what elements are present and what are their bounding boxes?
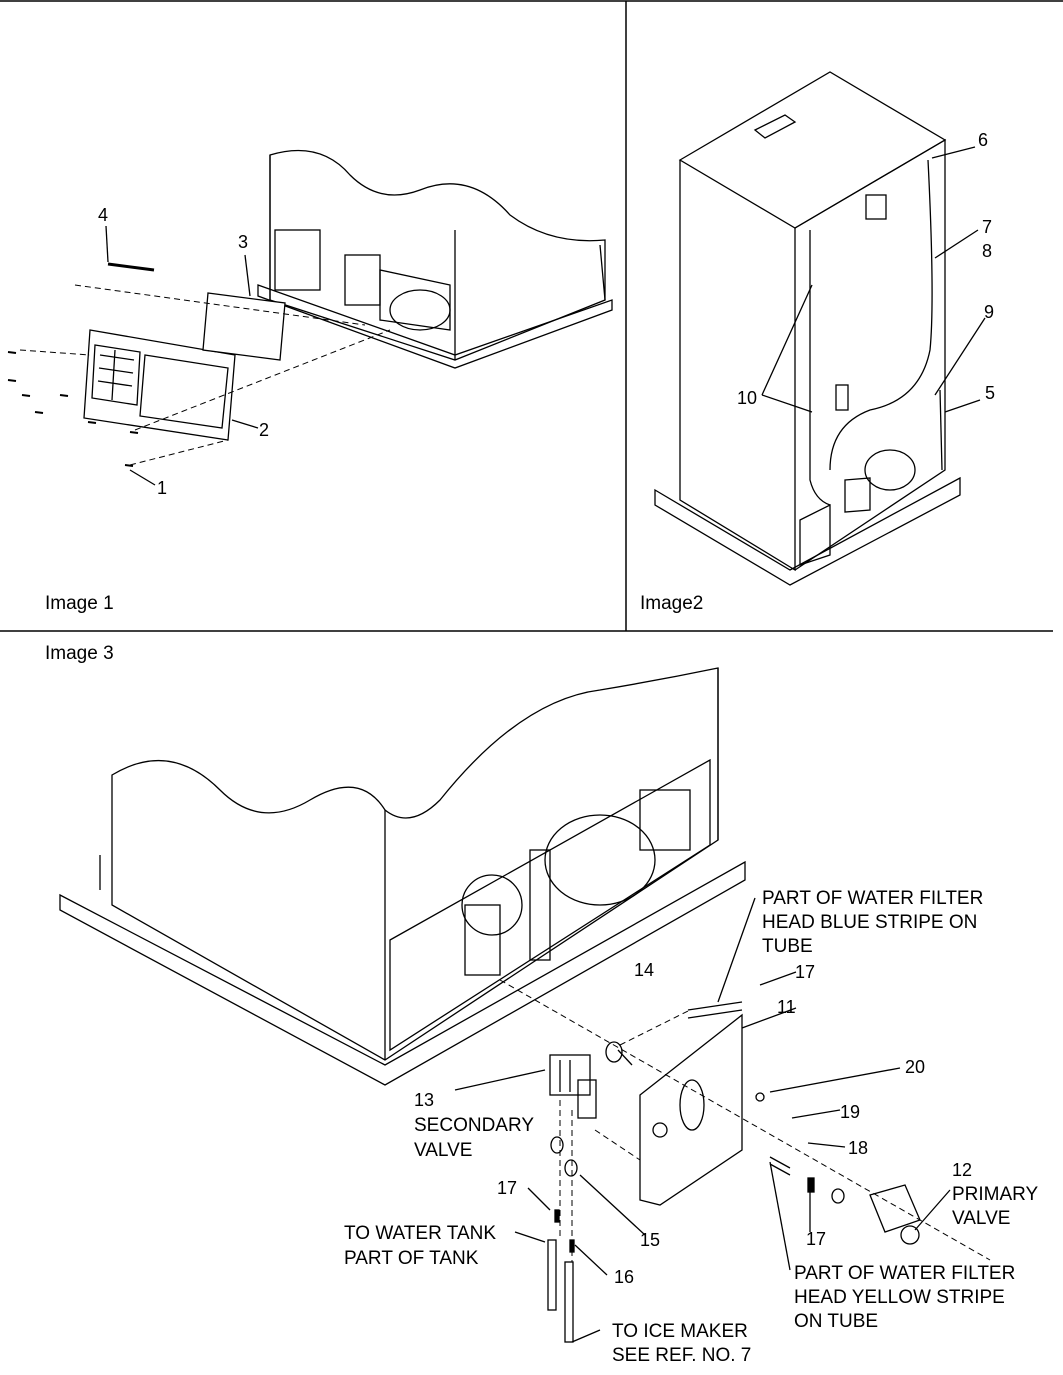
bracket-drawing: [639, 1013, 743, 1206]
callout-19: 19: [840, 1102, 861, 1122]
image3-cabinet-drawing: [59, 667, 746, 1086]
note-ice-maker: TO ICE MAKER SEE REF. NO. 7: [612, 1320, 751, 1368]
note-line: PART OF WATER FILTER: [794, 1263, 1016, 1284]
secondary-valve-drawing: [549, 1054, 597, 1119]
note-secondary-valve: SECONDARY VALVE: [414, 1113, 534, 1163]
callout-10: 10: [737, 388, 758, 408]
note-line: ON TUBE: [794, 1311, 879, 1332]
callout-6: 6: [978, 130, 989, 150]
note-line: TO WATER TANK: [344, 1223, 497, 1244]
image2-label: Image2: [640, 593, 704, 614]
image3-label: Image 3: [45, 643, 114, 664]
callout-8: 8: [982, 241, 993, 261]
note-line: SEE REF. NO. 7: [612, 1345, 752, 1366]
callout-18: 18: [848, 1138, 869, 1158]
callout-5: 5: [985, 383, 996, 403]
callout-9: 9: [984, 302, 995, 322]
callout-11: 11: [777, 997, 796, 1017]
image2-panel: [654, 71, 986, 586]
callout-17: 17: [497, 1178, 518, 1198]
panel-drawing: [202, 292, 286, 361]
callout-1: 1: [157, 478, 168, 498]
image3-panel: [59, 667, 991, 1343]
callout-20: 20: [905, 1057, 926, 1077]
image1-panel: [7, 149, 613, 486]
image2-fridge-drawing: [654, 71, 961, 586]
image1-cabinet-drawing: [257, 149, 613, 369]
callout-16: 16: [614, 1267, 635, 1287]
note-line: PART OF TANK: [344, 1248, 479, 1269]
image1-label: Image 1: [45, 593, 114, 614]
note-line: VALVE: [414, 1140, 473, 1161]
note-primary-valve: PRIMARY VALVE: [952, 1183, 1038, 1231]
note-blue-stripe: PART OF WATER FILTER HEAD BLUE STRIPE ON…: [762, 887, 983, 959]
callout-14: 14: [634, 960, 655, 980]
callout-2: 2: [259, 420, 270, 440]
note-water-tank: TO WATER TANK PART OF TANK: [344, 1221, 496, 1271]
callout-13: 13: [414, 1090, 435, 1110]
note-line: HEAD YELLOW STRIPE: [794, 1287, 1005, 1308]
callout-15: 15: [640, 1230, 661, 1250]
note-line: TO ICE MAKER: [612, 1321, 748, 1342]
note-line: TUBE: [762, 936, 813, 957]
note-line: PART OF WATER FILTER: [762, 888, 984, 909]
callout-4: 4: [98, 205, 109, 225]
screws-drawing: [7, 351, 139, 467]
callout-17: 17: [806, 1229, 827, 1249]
note-line: VALVE: [952, 1208, 1011, 1229]
panel-dividers: [0, 0, 1063, 632]
note-line: SECONDARY: [414, 1115, 535, 1136]
callout-3: 3: [238, 232, 249, 252]
callout-7: 7: [982, 217, 993, 237]
note-yellow-stripe: PART OF WATER FILTER HEAD YELLOW STRIPE …: [794, 1262, 1015, 1334]
callout-17: 17: [795, 962, 816, 982]
note-line: PRIMARY: [952, 1184, 1039, 1205]
note-line: HEAD BLUE STRIPE ON: [762, 912, 978, 933]
callout-12: 12: [952, 1160, 973, 1180]
